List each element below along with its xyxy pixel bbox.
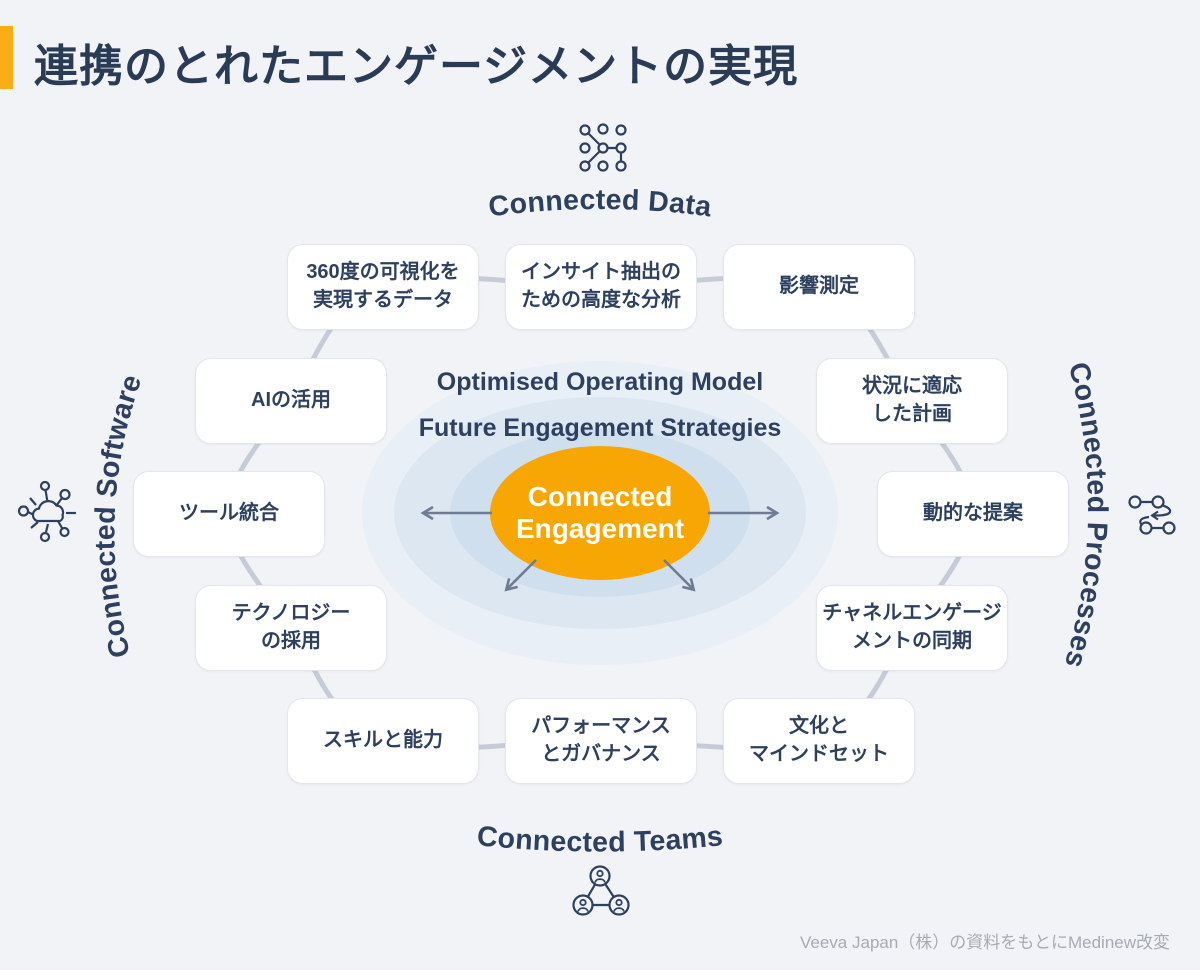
- section-title-connected-processes: Connected Processes: [1058, 359, 1113, 671]
- title-accent-bar: [0, 26, 13, 89]
- engagement-strategies-label: Future Engagement Strategies: [418, 414, 782, 442]
- connected-engagement-core: Connected Engagement: [490, 446, 710, 580]
- section-title-connected-data: Connected Data: [487, 184, 714, 224]
- source-credit: Veeva Japan（株）の資料をもとにMedinew改変: [800, 933, 1170, 952]
- connected-engagement-ellipse: [490, 446, 710, 580]
- arrow-down-right: [663, 559, 696, 592]
- core-line-1: Connected: [527, 480, 673, 512]
- svg-text:Connected Processes: Connected Processes: [1058, 359, 1113, 671]
- data-network-icon: [579, 123, 627, 172]
- team-network-icon: [572, 865, 630, 916]
- operating-model-label: Optimised Operating Model: [436, 368, 764, 396]
- process-flow-icon: [1128, 495, 1176, 535]
- page-title: 連携のとれたエンゲージメントの実現: [34, 42, 799, 91]
- svg-text:Connected Data: Connected Data: [487, 184, 715, 224]
- title-bar: 連携のとれたエンゲージメントの実現: [0, 0, 1200, 110]
- svg-text:Connected Teams: Connected Teams: [476, 820, 725, 858]
- core-line-2: Engagement: [515, 513, 685, 544]
- cloud-network-icon: [17, 480, 76, 543]
- core-arrows: [420, 505, 780, 592]
- arrow-down-left: [504, 559, 537, 592]
- section-title-connected-teams: Connected Teams: [476, 820, 725, 858]
